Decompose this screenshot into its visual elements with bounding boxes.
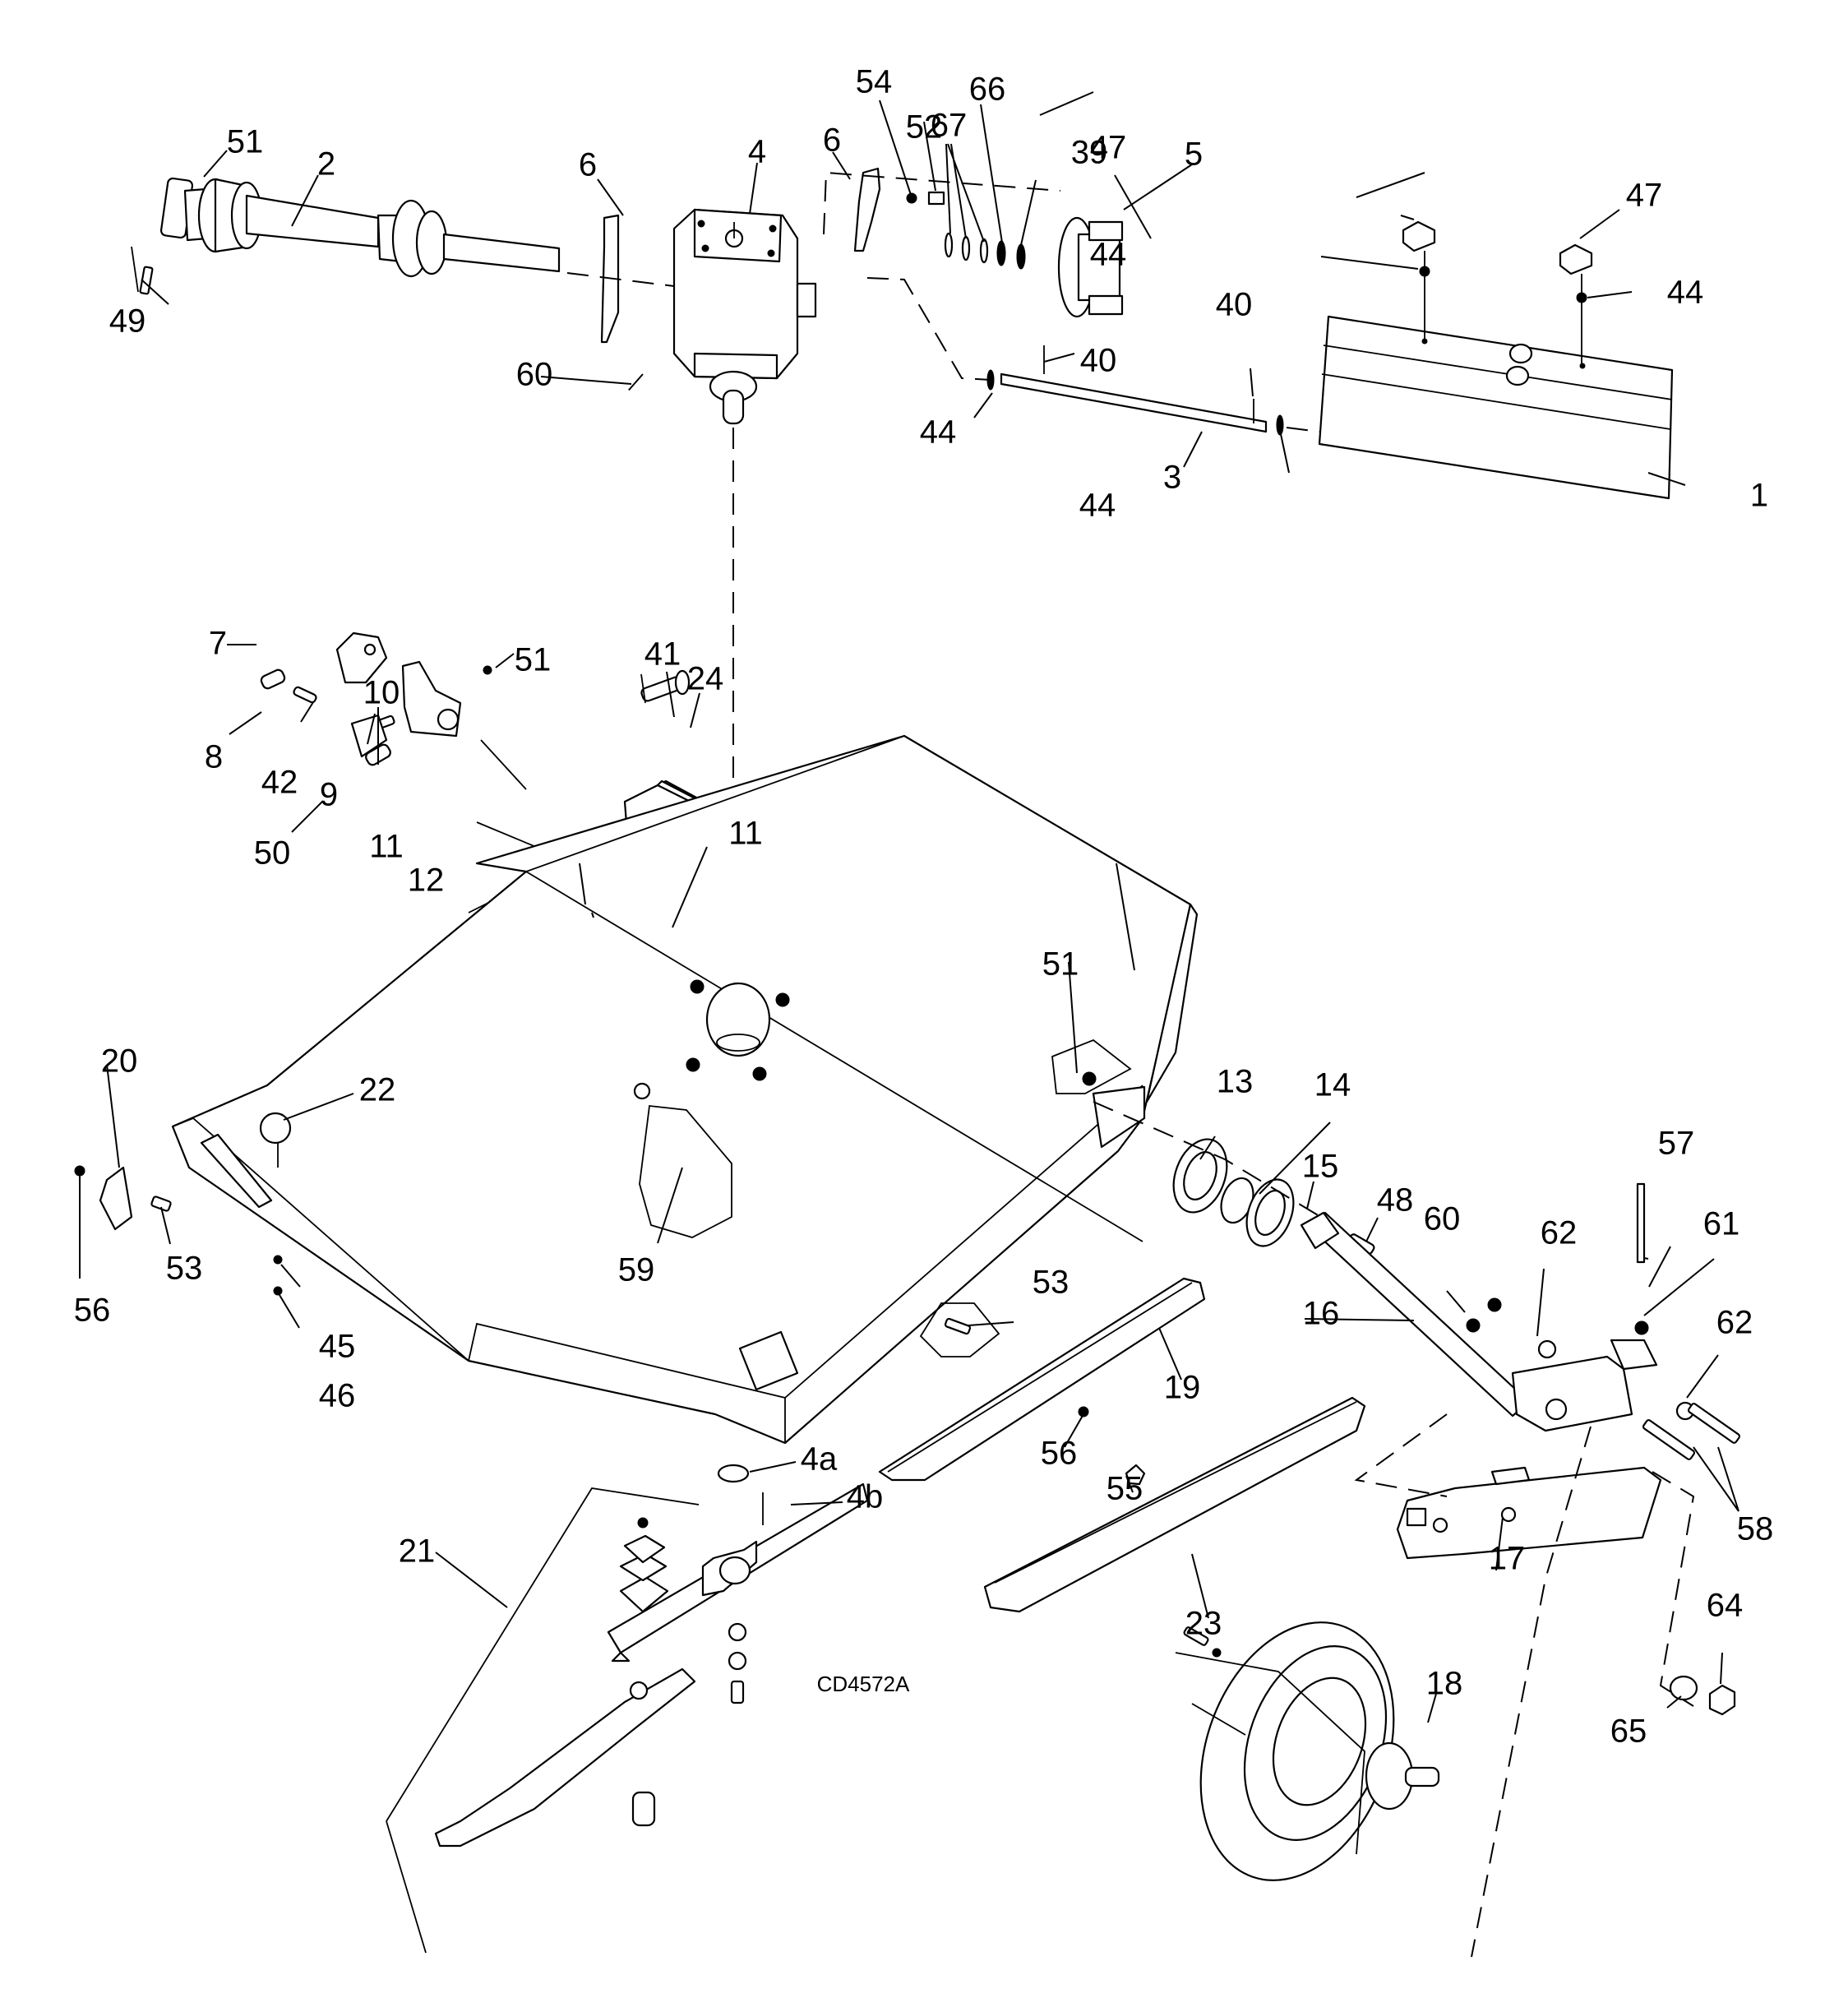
callout-11-left: 11: [369, 829, 404, 865]
callout-62-left: 62: [1541, 1215, 1578, 1251]
callout-67: 67: [931, 108, 968, 144]
knob-left-part: [1402, 220, 1436, 339]
callout-2: 2: [317, 146, 335, 183]
callout-60-axle: 60: [1424, 1201, 1461, 1237]
callout-44-rod-left: 44: [920, 414, 957, 451]
driveline-part: [131, 177, 561, 295]
callout-42: 42: [261, 765, 298, 801]
callout-8: 8: [205, 739, 223, 775]
callout-66: 66: [969, 72, 1006, 108]
callout-54: 54: [856, 64, 893, 100]
access-plate-53: [919, 1302, 1000, 1357]
callout-65: 65: [1610, 1714, 1647, 1750]
callout-48: 48: [1377, 1182, 1414, 1219]
wheel-arm-part: [1396, 1466, 1662, 1560]
callout-45: 45: [319, 1329, 356, 1365]
left-hitch-arm-part: [74, 1112, 292, 1296]
shield-rod-part: [986, 345, 1284, 436]
callout-6-right: 6: [823, 123, 841, 159]
callout-53-left: 53: [166, 1251, 203, 1287]
callout-44-knob-right: 44: [1667, 275, 1704, 311]
callout-1: 1: [1750, 478, 1768, 514]
callout-51-hitch: 51: [515, 642, 552, 678]
callout-55: 55: [1106, 1471, 1143, 1507]
callout-52: 52: [906, 109, 943, 146]
blade-assembly-part: [386, 1464, 869, 1954]
callout-40-right: 40: [1216, 287, 1253, 323]
callout-24: 24: [687, 661, 724, 697]
bearing-assembly: [1172, 1138, 1375, 1255]
callout-labels: 1 2 3 4 4a 4b 5 6 6 7 8 9 10 11 11 12 13…: [74, 64, 1774, 1750]
callout-4: 4: [748, 134, 766, 170]
nut-51-deck: [1082, 1071, 1097, 1086]
callout-6-left: 6: [579, 147, 597, 183]
callout-51-deck: 51: [1042, 946, 1079, 983]
callout-17: 17: [1489, 1541, 1526, 1577]
callout-51-driveline: 51: [227, 124, 264, 160]
callout-11-right: 11: [728, 816, 763, 852]
slip-clutch-part: [1057, 216, 1124, 318]
leader-lines: [79, 91, 1739, 1723]
callout-61: 61: [1703, 1206, 1740, 1242]
wheel-part: [1175, 1621, 1440, 1881]
callout-18: 18: [1426, 1666, 1463, 1702]
callout-39: 39: [1071, 135, 1108, 171]
axle-part: [1300, 1182, 1741, 1460]
callout-64: 64: [1707, 1588, 1744, 1624]
callout-13: 13: [1217, 1064, 1254, 1100]
knob-right-part: [1559, 243, 1593, 363]
washer-65-part: [1669, 1675, 1698, 1701]
shield-part: [1318, 315, 1674, 500]
callout-20: 20: [101, 1043, 138, 1080]
nut-64-part: [1708, 1684, 1736, 1716]
callout-62-right: 62: [1716, 1305, 1753, 1341]
callout-46: 46: [319, 1378, 356, 1414]
mower-deck-part: [171, 734, 1199, 1445]
skid-19-part: [878, 1277, 1206, 1486]
callout-3: 3: [1163, 460, 1181, 496]
callout-59: 59: [618, 1252, 655, 1288]
callout-23: 23: [1185, 1606, 1222, 1642]
callout-41: 41: [644, 636, 681, 673]
skid-23-part: [983, 1396, 1366, 1613]
callout-47-right: 47: [1626, 178, 1663, 214]
drawing-id: CD4572A: [817, 1672, 910, 1696]
callout-9: 9: [320, 777, 338, 813]
callout-22: 22: [359, 1072, 396, 1108]
callout-21: 21: [399, 1533, 436, 1570]
callout-7: 7: [209, 626, 227, 662]
shim-washers-part: [906, 191, 1026, 270]
callout-58: 58: [1737, 1511, 1774, 1547]
callout-60-gearbox: 60: [516, 357, 553, 393]
callout-14: 14: [1314, 1067, 1351, 1103]
callout-40-left: 40: [1080, 343, 1117, 379]
callout-15: 15: [1302, 1149, 1339, 1185]
callout-19: 19: [1164, 1370, 1201, 1406]
callout-16: 16: [1303, 1296, 1340, 1332]
callout-4a: 4a: [801, 1441, 838, 1478]
callout-10: 10: [363, 675, 400, 711]
callout-44-rod-right: 44: [1079, 488, 1116, 524]
bolt-53-deck: [944, 1317, 972, 1335]
callout-56-left: 56: [74, 1293, 111, 1329]
bracket-right-part: [853, 167, 881, 252]
callout-47-left: 47: [1090, 130, 1127, 166]
callout-4b: 4b: [847, 1479, 884, 1515]
callout-12: 12: [408, 863, 445, 899]
callout-5: 5: [1185, 136, 1203, 173]
callout-56-right: 56: [1041, 1436, 1078, 1472]
access-plate-51: [1051, 1038, 1132, 1094]
callout-53-right: 53: [1033, 1265, 1070, 1301]
callout-44-knob-left: 44: [1090, 237, 1127, 273]
callout-49: 49: [109, 303, 146, 340]
callout-57: 57: [1658, 1126, 1695, 1162]
gearbox-part: [672, 208, 817, 425]
callout-50: 50: [254, 835, 291, 872]
